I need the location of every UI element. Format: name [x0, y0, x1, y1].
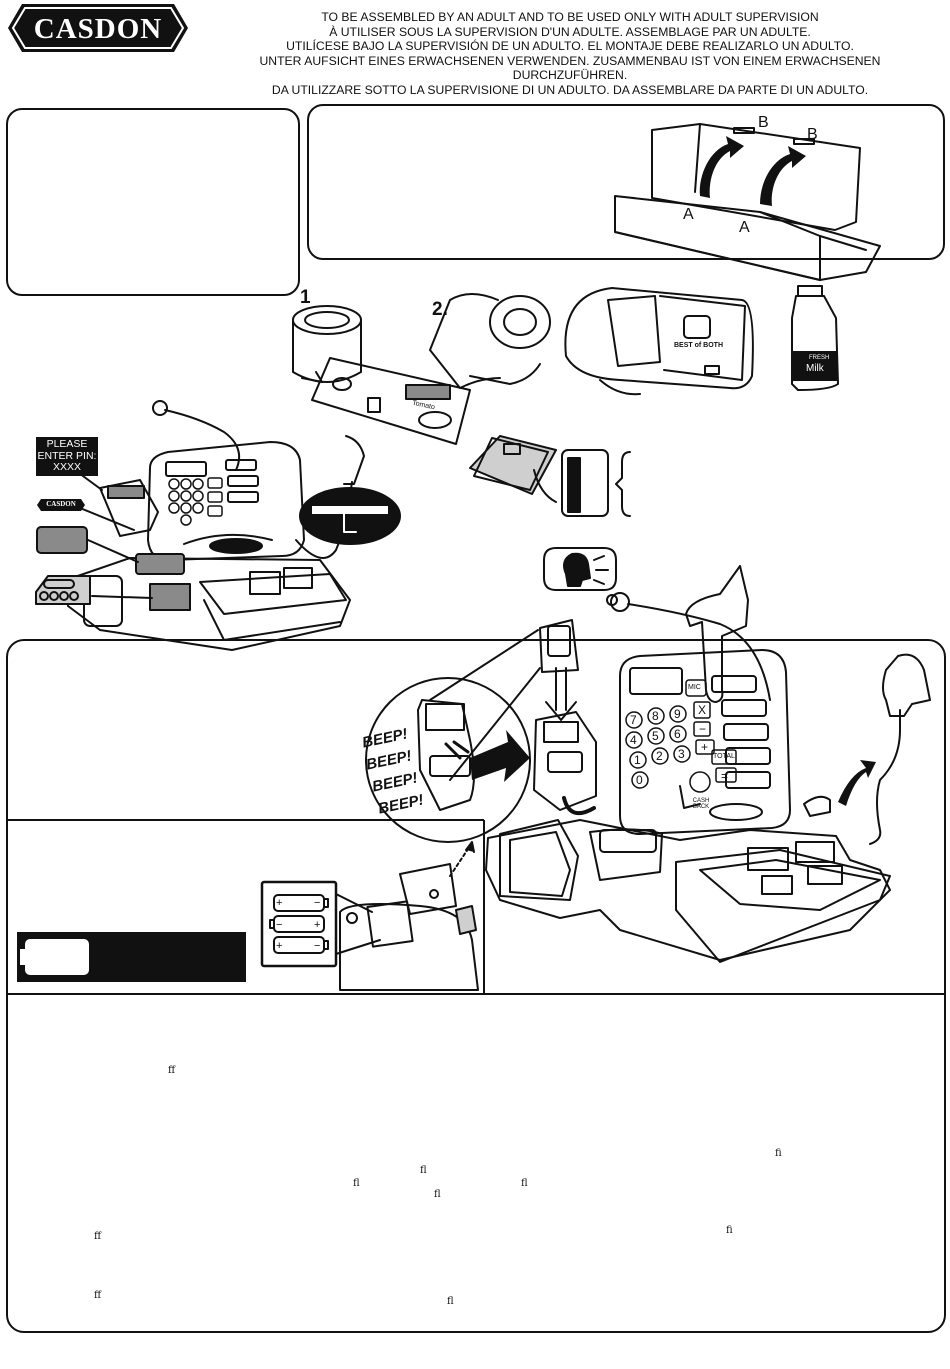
tab-label-a-right: A [739, 219, 750, 236]
casdon-mini-logo: CASDON [36, 498, 86, 512]
paper-roll-illustration [429, 293, 551, 389]
grey-label-swatch [36, 526, 88, 554]
ligature-glyph: fl [521, 1178, 528, 1189]
upper-keypad [168, 477, 223, 526]
key-minus: − [699, 722, 707, 736]
ligature-glyph: ff [168, 1065, 176, 1076]
key-equals: = [721, 769, 729, 783]
pin-prompt-line-3: XXXX [52, 461, 81, 473]
supervision-warnings: TO BE ASSEMBLED BY AN ADULT AND TO BE US… [210, 10, 930, 98]
ligature-glyph: fl [447, 1296, 454, 1307]
bank-card-illustration [469, 435, 631, 517]
battery-icon [25, 939, 89, 975]
battery-icon-cap [20, 949, 26, 965]
svg-text:−: − [276, 919, 282, 931]
large-keypad [625, 679, 737, 793]
tab-label-a-left: A [683, 206, 694, 223]
key-2: 2 [656, 749, 663, 763]
logo-text: CASDON [33, 13, 163, 45]
key-total: TOTAL [713, 753, 735, 760]
ligature-glyph: fi [726, 1225, 733, 1236]
svg-text:+: + [276, 897, 282, 909]
step-2-number: 2. [432, 299, 448, 320]
mini-logo-shape [37, 499, 85, 511]
key-7: 7 [630, 713, 637, 727]
voice-speech-bubble [543, 547, 618, 606]
milk-label-text: Milk [806, 363, 824, 374]
ligature-glyph: fl [434, 1189, 441, 1200]
key-4: 4 [630, 733, 637, 747]
warning-fr: À UTILISER SOUS LA SUPERVISION D'UN ADUL… [329, 24, 811, 39]
card-reader-detail [365, 619, 597, 843]
step-1-number: 1 [300, 287, 311, 308]
hand-pressing-mic-button [685, 565, 749, 703]
warning-en: TO BE ASSEMBLED BY AN ADULT AND TO BE US… [321, 10, 819, 24]
keypad-callout-swatch [35, 575, 91, 605]
bread-label-text: BEST of BOTH [674, 342, 723, 349]
battery-compartment-illustration: + − − + + − [260, 841, 479, 991]
ligature-glyph: fl [420, 1165, 427, 1176]
fold-arrow-2 [760, 146, 806, 206]
svg-text:+: + [314, 919, 320, 931]
upper-till-illustration [65, 400, 401, 651]
key-8: 8 [652, 709, 659, 723]
fold-arrow-1 [699, 136, 744, 198]
svg-text:−: − [314, 897, 320, 909]
ligature-glyph: fi [775, 1148, 782, 1159]
logo-badge-shape [8, 4, 188, 52]
ligature-glyph: ff [94, 1290, 102, 1301]
mini-logo-text: CASDON [46, 500, 76, 508]
large-till-illustration [485, 649, 931, 963]
blank-info-panel [6, 108, 300, 296]
tab-label-b-right: B [807, 126, 818, 143]
key-3: 3 [678, 747, 685, 761]
svg-text:−: − [314, 940, 320, 952]
battery-indicator-bar [17, 932, 246, 982]
soup-can-illustration [292, 305, 471, 445]
tray-assembly-illustration [614, 123, 881, 281]
operation-panel [6, 639, 946, 1333]
pin-prompt-line-2: ENTER PIN: [37, 449, 97, 462]
milk-bottle-illustration [791, 285, 839, 391]
key-cash-back: CASH BACK [692, 798, 710, 810]
microphone-illustration [610, 592, 771, 701]
key-plus: + [701, 740, 709, 754]
warning-it: DA UTILIZZARE SOTTO LA SUPERVISIONE DI U… [271, 82, 869, 97]
key-x: X [698, 703, 707, 717]
warning-es: UTILÍCESE BAJO LA SUPERVISIÓN DE UN ADUL… [286, 39, 854, 54]
ligature-glyph: fl [353, 1178, 360, 1189]
key-5: 5 [652, 729, 659, 743]
key-mic: MIC [688, 684, 701, 691]
bread-box-illustration [564, 287, 754, 396]
key-0: 0 [636, 773, 643, 787]
milk-fresh-text: FRESH [809, 355, 830, 361]
pin-prompt-display: PLEASE ENTER PIN: XXXX [36, 437, 98, 476]
casdon-logo: CASDON [6, 2, 190, 54]
ligature-glyph: ff [94, 1231, 102, 1242]
svg-text:+: + [276, 940, 282, 952]
assembly-panel [307, 104, 945, 260]
key-1: 1 [634, 753, 641, 767]
pin-prompt-line-1: PLEASE [46, 438, 88, 450]
tab-label-b-left: B [758, 114, 769, 131]
key-9: 9 [674, 707, 681, 721]
key-6: 6 [674, 727, 681, 741]
warning-de: UNTER AUFSICHT EINES ERWACHSENEN VERWEND… [259, 53, 881, 83]
